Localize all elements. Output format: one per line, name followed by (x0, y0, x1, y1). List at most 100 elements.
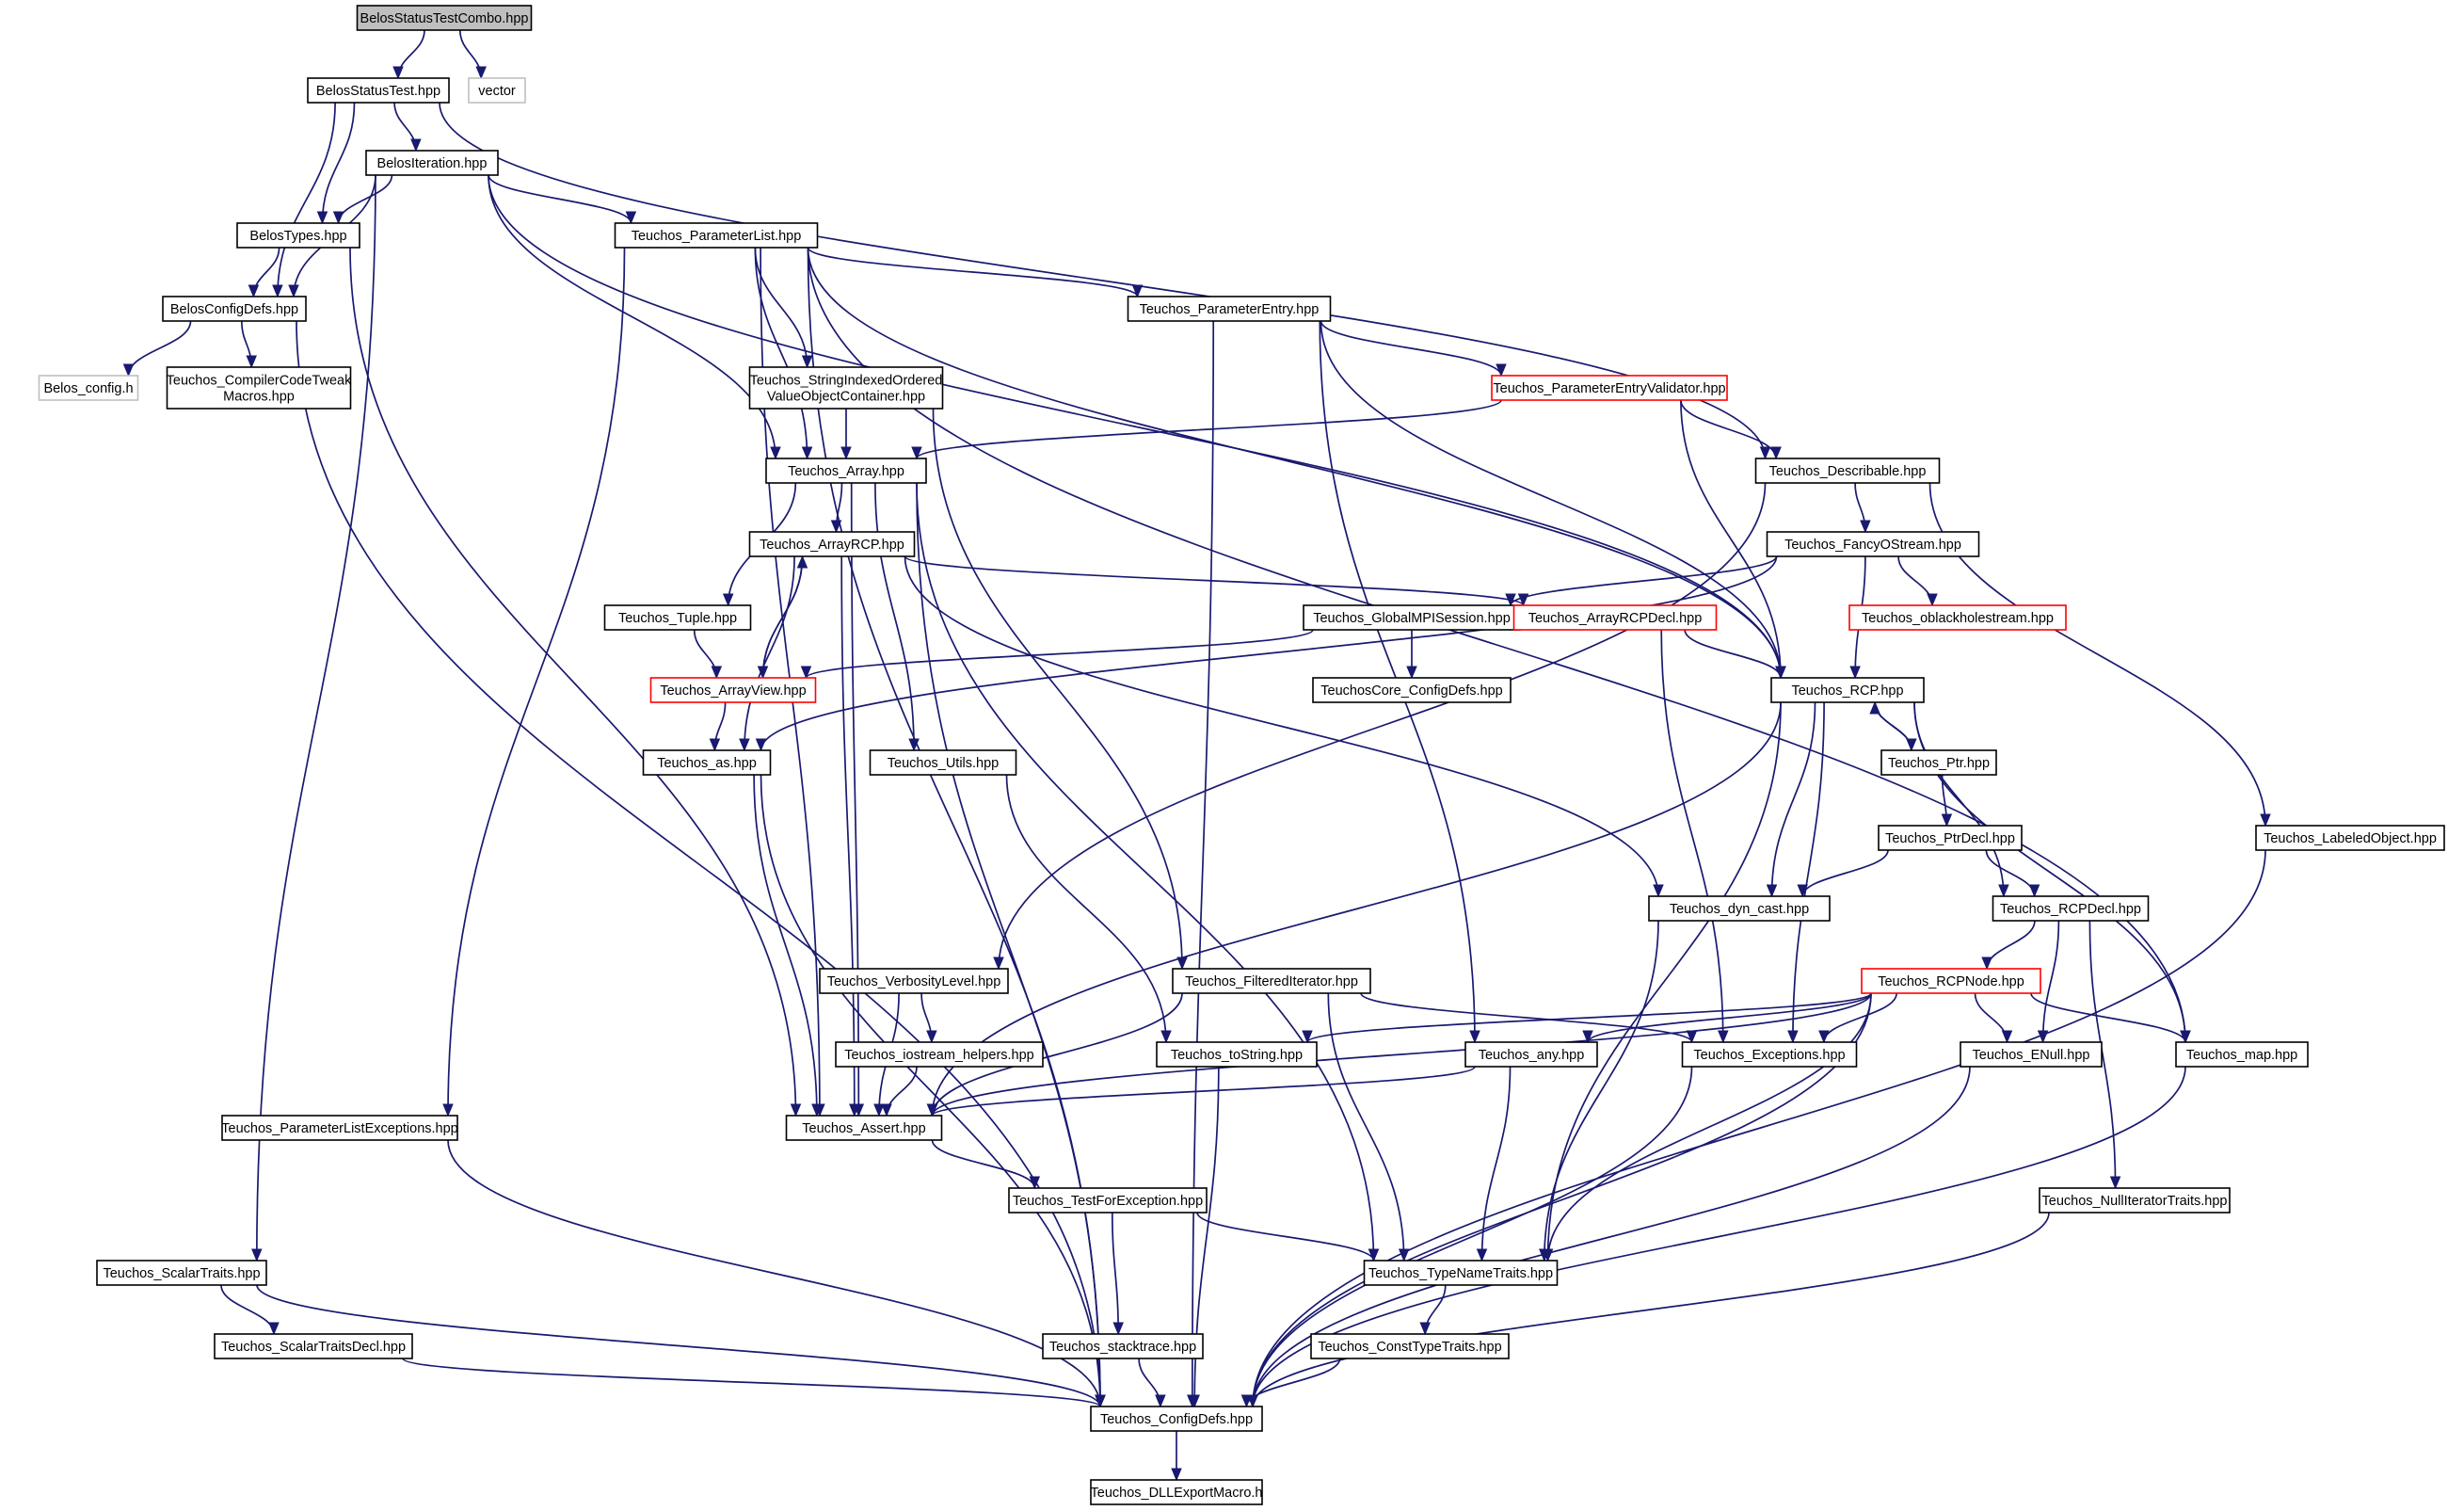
node-bst[interactable]: BelosStatusTest.hpp (307, 77, 450, 104)
node-rcpdecl[interactable]: Teuchos_RCPDecl.hpp (1992, 895, 2150, 922)
node-box (38, 375, 139, 401)
node-rcpnode[interactable]: Teuchos_RCPNode.hpp (1861, 968, 2041, 994)
node-assert[interactable]: Teuchos_Assert.hpp (785, 1115, 943, 1141)
edge-arrowhead (1302, 1030, 1313, 1044)
edge-arrowhead (392, 66, 404, 80)
node-label: Teuchos_ParameterEntry.hpp (1140, 302, 1320, 317)
node-stack[interactable]: Teuchos_stacktrace.hpp (1042, 1333, 1204, 1359)
node-pev[interactable]: Teuchos_ParameterEntryValidator.hpp (1491, 375, 1728, 401)
node-tuple[interactable]: Teuchos_Tuple.hpp (603, 604, 752, 631)
edge-arrowhead (2037, 1030, 2049, 1044)
node-label: Teuchos_ENull.hpp (1973, 1048, 2090, 1063)
node-tostr[interactable]: Teuchos_toString.hpp (1156, 1041, 1318, 1068)
node-dyncast[interactable]: Teuchos_dyn_cast.hpp (1648, 895, 1831, 922)
node-btypes[interactable]: BelosTypes.hpp (236, 222, 360, 249)
node-as[interactable]: Teuchos_as.hpp (642, 749, 772, 776)
node-plexc[interactable]: Teuchos_ParameterListExceptions.hpp (221, 1115, 458, 1141)
node-box (221, 1115, 458, 1141)
node-verb[interactable]: Teuchos_VerbosityLevel.hpp (819, 968, 1009, 994)
node-belcfgh[interactable]: Belos_config.h (38, 375, 139, 401)
node-rcp[interactable]: Teuchos_RCP.hpp (1770, 677, 1925, 703)
node-describ[interactable]: Teuchos_Describable.hpp (1754, 458, 1941, 484)
node-aview[interactable]: Teuchos_ArrayView.hpp (649, 677, 817, 703)
node-label: Teuchos_CompilerCodeTweak (167, 374, 352, 389)
node-labeled[interactable]: Teuchos_LabeledObject.hpp (2255, 825, 2445, 851)
node-gmpi[interactable]: Teuchos_GlobalMPISession.hpp (1303, 604, 1521, 631)
edge-pentry-to-cfg (1191, 320, 1215, 1407)
node-any[interactable]: Teuchos_any.hpp (1464, 1041, 1598, 1068)
edge-rcpnode-to-any (1587, 992, 1872, 1043)
edge-arrowhead (2260, 813, 2271, 828)
node-label: Teuchos_oblackholestream.hpp (1862, 611, 2054, 626)
node-iosh[interactable]: Teuchos_iostream_helpers.hpp (835, 1041, 1044, 1068)
node-cfg[interactable]: Teuchos_ConfigDefs.hpp (1090, 1406, 1263, 1432)
node-oblack[interactable]: Teuchos_oblackholestream.hpp (1848, 604, 2067, 631)
edge-arrowhead (849, 1103, 860, 1117)
node-enull[interactable]: Teuchos_ENull.hpp (1960, 1041, 2103, 1068)
edge-arrowhead (1155, 1394, 1166, 1408)
node-sivo[interactable]: Teuchos_StringIndexedOrderedValueObjectC… (748, 366, 944, 410)
edge-arcp-to-dyncast (904, 555, 1659, 897)
edge-arrowhead (1419, 1322, 1431, 1336)
node-utils[interactable]: Teuchos_Utils.hpp (869, 749, 1017, 776)
node-plist[interactable]: Teuchos_ParameterList.hpp (614, 222, 819, 249)
node-arcpdecl[interactable]: Teuchos_ArrayRCPDecl.hpp (1512, 604, 1718, 631)
edge-scal-to-cfg (256, 1284, 1101, 1407)
edge-ptr-to-rcp (1874, 701, 1912, 751)
edge-arrowhead (1766, 884, 1778, 898)
node-root[interactable]: BelosStatusTestCombo.hpp (356, 5, 533, 31)
edge-fancy-to-gmpi (1510, 555, 1778, 606)
edge-pentry-to-pev (1320, 320, 1502, 377)
edge-arrowhead (790, 1103, 802, 1117)
edge-arrowhead (1476, 1248, 1488, 1262)
node-box (356, 5, 533, 31)
node-arcp[interactable]: Teuchos_ArrayRCP.hpp (748, 531, 916, 557)
node-dll[interactable]: Teuchos_DLLExportMacro.h (1090, 1479, 1263, 1505)
edge-bst-to-describ (439, 102, 1767, 459)
edge-arcpdecl-to-rcp (1684, 629, 1782, 679)
edge-sivo-to-filt (932, 408, 1183, 970)
edge-arrowhead (1160, 1030, 1172, 1044)
node-label: Macros.hpp (223, 390, 295, 405)
edge-plist-to-plexc (447, 247, 626, 1117)
edge-bit-to-plist (488, 174, 632, 224)
edge-arrowhead (1368, 1248, 1380, 1262)
node-bcfg[interactable]: BelosConfigDefs.hpp (162, 296, 307, 322)
node-label: BelosTypes.hpp (249, 229, 346, 244)
node-ptrdecl[interactable]: Teuchos_PtrDecl.hpp (1878, 825, 2023, 851)
node-label: Teuchos_ArrayRCPDecl.hpp (1528, 611, 1703, 626)
node-corecfg[interactable]: TeuchosCore_ConfigDefs.hpp (1312, 677, 1512, 703)
edge-arrowhead (332, 211, 344, 225)
edge-array-to-assert (850, 482, 860, 1117)
node-label: Teuchos_dyn_cast.hpp (1670, 902, 1809, 917)
node-nit[interactable]: Teuchos_NullIteratorTraits.hpp (2039, 1187, 2231, 1214)
node-filt[interactable]: Teuchos_FilteredIterator.hpp (1172, 968, 1371, 994)
node-scal[interactable]: Teuchos_ScalarTraits.hpp (96, 1260, 267, 1286)
node-bit[interactable]: BelosIteration.hpp (365, 150, 499, 176)
node-fancy[interactable]: Teuchos_FancyOStream.hpp (1766, 531, 1980, 557)
node-tnt[interactable]: Teuchos_TypeNameTraits.hpp (1363, 1260, 1559, 1286)
node-array[interactable]: Teuchos_Array.hpp (765, 458, 927, 484)
edge-arrowhead (316, 211, 328, 225)
edge-pev-to-rcp (1680, 399, 1782, 679)
node-pentry[interactable]: Teuchos_ParameterEntry.hpp (1127, 296, 1332, 322)
node-box (1363, 1260, 1559, 1286)
node-ctt[interactable]: Teuchos_ConstTypeTraits.hpp (1310, 1333, 1510, 1359)
edge-ctt-to-cfg (1245, 1358, 1341, 1407)
edge-arrowhead (1189, 1394, 1200, 1408)
node-map[interactable]: Teuchos_map.hpp (2175, 1041, 2309, 1068)
edge-as-to-cfg (760, 774, 1101, 1407)
edge-pev-to-array (916, 399, 1502, 459)
node-exc[interactable]: Teuchos_Exceptions.hpp (1681, 1041, 1858, 1068)
edge-arrowhead (800, 666, 812, 680)
node-scald[interactable]: Teuchos_ScalarTraitsDecl.hpp (214, 1333, 413, 1359)
node-label: Teuchos_ArrayRCP.hpp (760, 538, 904, 553)
node-box (214, 1333, 413, 1359)
node-vector[interactable]: vector (468, 77, 526, 104)
node-label: Teuchos_RCP.hpp (1791, 683, 1903, 699)
node-tfe[interactable]: Teuchos_TestForException.hpp (1008, 1187, 1208, 1214)
edge-arrowhead (1582, 1030, 1593, 1044)
node-label: Teuchos_Tuple.hpp (618, 611, 737, 626)
node-ptr[interactable]: Teuchos_Ptr.hpp (1880, 749, 1997, 776)
